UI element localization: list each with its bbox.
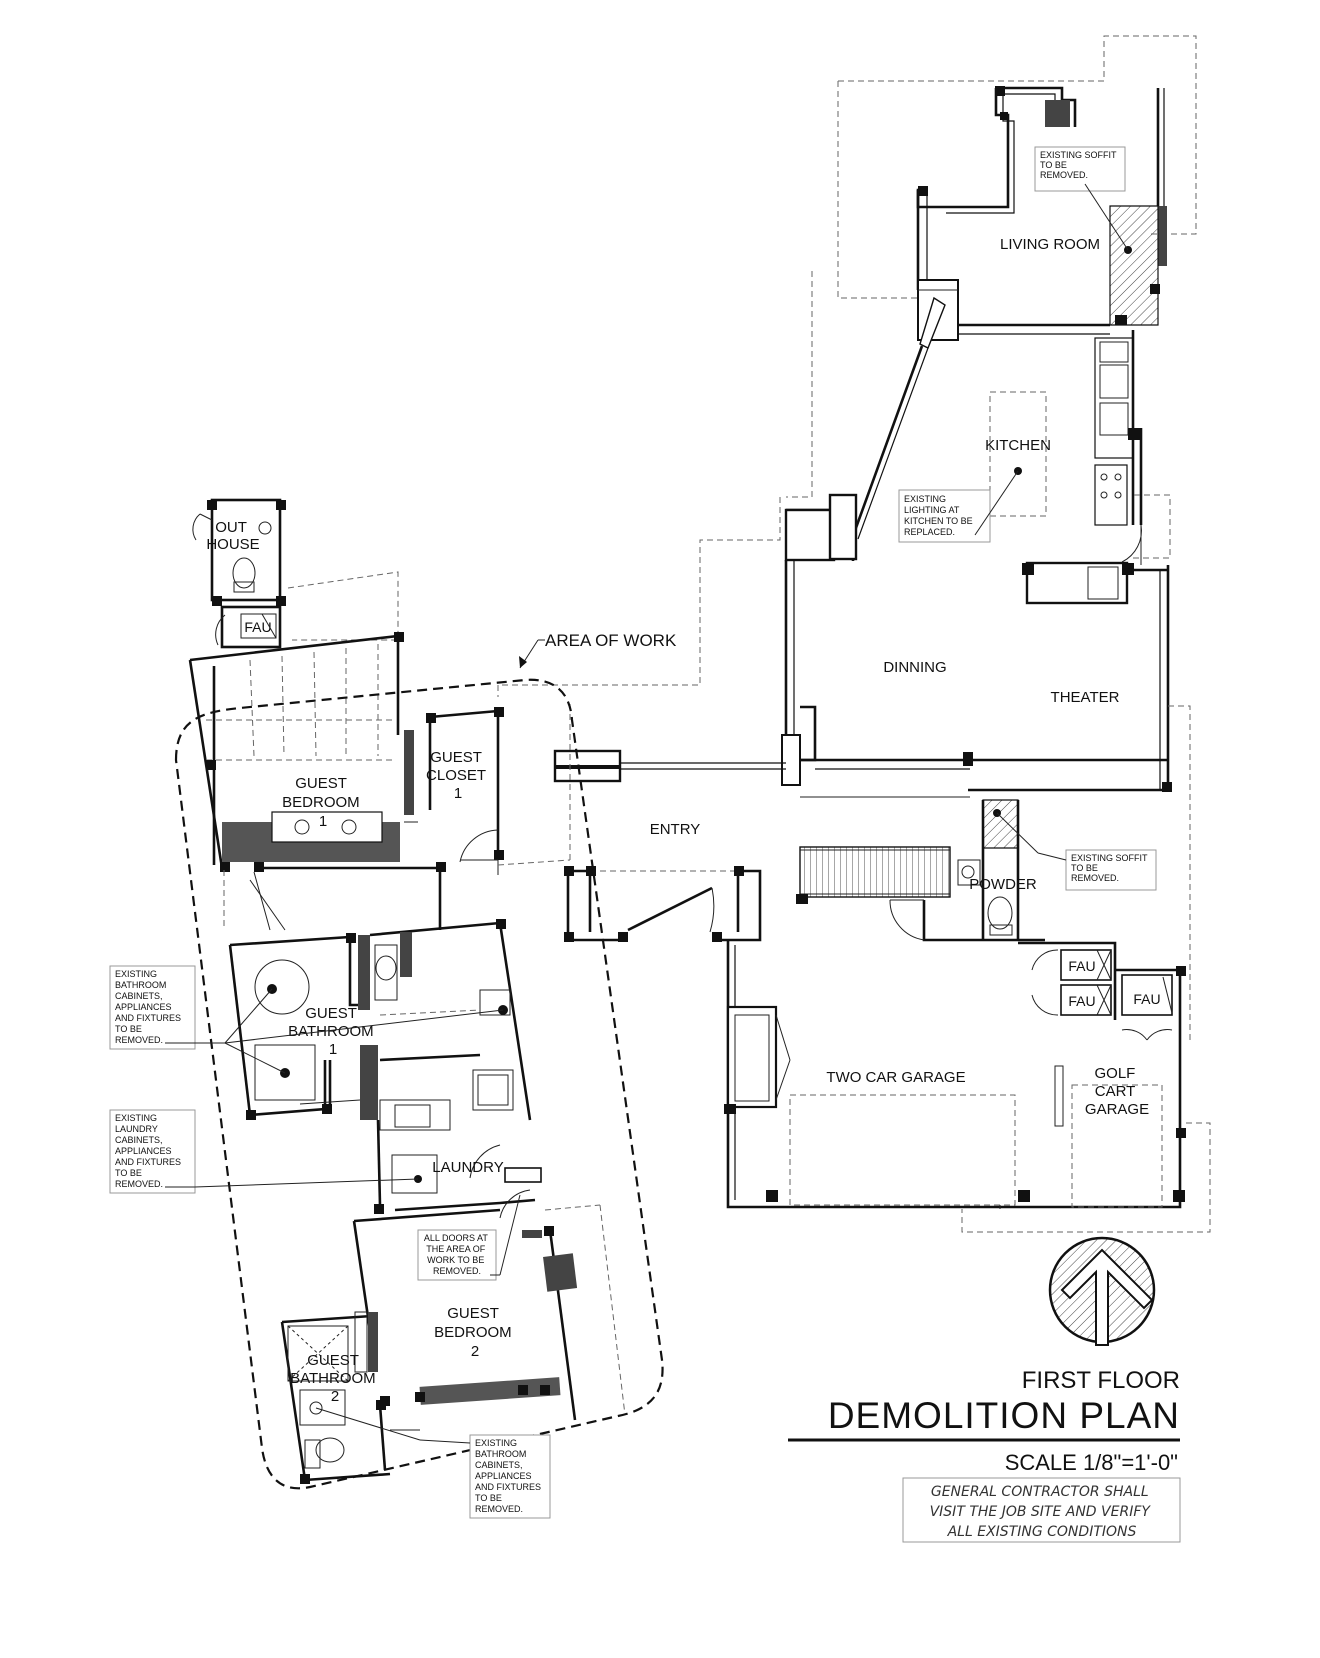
svg-text:ALL DOORS AT THE AREA OF: ALL DOORS AT THE AREA OF WORK TO BE REMO… (424, 1233, 490, 1276)
fau-label-3: FAU (1133, 991, 1160, 1007)
note-doors: ALL DOORS AT THE AREA OF WORK TO BE REMO… (417, 1194, 521, 1281)
room-label-laundry: LAUNDRY (432, 1159, 503, 1176)
note-laundry: EXISTING LAUNDRY CABINETS, APPLIANCES AN… (109, 1109, 419, 1194)
guest-bedroom-2: GUEST BEDROOM 2 GUEST BATHROOM 2 (280, 1189, 626, 1484)
note-soffit-living: EXISTING SOFFIT TO BE REMOVED. (1034, 146, 1129, 251)
svg-text:EXISTING BATHROOM: EXISTING BATHROOM CABINETS, APPLIANCES A… (115, 969, 184, 1045)
svg-text:EXISTING LIGHTING AT: EXISTING LIGHTING AT KITCHEN TO BE REPLA… (904, 494, 975, 537)
title-main: DEMOLITION PLAN (828, 1395, 1180, 1436)
svg-text:EXISTING SOFFIT TO BE: EXISTING SOFFIT TO BE REMOVED. (1071, 853, 1150, 883)
room-label-out-house: OUT HOUSE (206, 519, 259, 553)
powder-fau: POWDER FAU FAU FAU (796, 799, 1186, 1050)
room-label-theater: THEATER (1051, 689, 1120, 706)
outhouse: OUT HOUSE FAU (192, 498, 399, 649)
disclaimer: GENERAL CONTRACTOR SHALL VISIT THE JOB S… (930, 1484, 1155, 1540)
note-bathroom-1: EXISTING BATHROOM CABINETS, APPLIANCES A… (109, 965, 504, 1074)
fau-label-2: FAU (1068, 993, 1095, 1009)
guest-bedroom-1: GUEST BEDROOM 1 GUEST CLOSET 1 (188, 632, 571, 931)
room-label-powder: POWDER (969, 876, 1037, 893)
svg-text:EXISTING LAUNDRY C: EXISTING LAUNDRY CABINETS, APPLIANCES AN… (115, 1113, 184, 1189)
fau-label-1: FAU (1068, 958, 1095, 974)
room-label-guest-bedroom-2: GUEST BEDROOM 2 (434, 1305, 516, 1360)
room-label-kitchen: KITCHEN (985, 437, 1051, 454)
guest-bathroom-1: GUEST BATHROOM 1 (228, 919, 532, 1121)
room-label-two-car-garage: TWO CAR GARAGE (826, 1069, 965, 1086)
garages: TWO CAR GARAGE GOLF CART GARAGE (724, 940, 1211, 1233)
title-block: FIRST FLOOR DEMOLITION PLAN SCALE 1/8"=1… (788, 1367, 1181, 1543)
room-label-guest-bathroom-2: GUEST BATHROOM 2 (290, 1352, 380, 1405)
room-label-golf-cart-garage: GOLF CART GARAGE (1085, 1065, 1149, 1118)
svg-text:EXISTING SOFFIT TO BE: EXISTING SOFFIT TO BE REMOVED. (1040, 150, 1119, 180)
north-arrow-icon (1048, 1236, 1156, 1346)
dinning-theater: DINNING THEATER (497, 493, 1191, 1040)
room-label-guest-bathroom-1: GUEST BATHROOM 1 (288, 1005, 378, 1058)
svg-text:EXISTING BATHROOM: EXISTING BATHROOM CABINETS, APPLIANCES A… (475, 1438, 544, 1514)
title-scale: SCALE 1/8"=1'-0" (1005, 1450, 1178, 1475)
note-kitchen-lighting: EXISTING LIGHTING AT KITCHEN TO BE REPLA… (898, 470, 1019, 543)
laundry: LAUNDRY (374, 1099, 542, 1214)
area-of-work: AREA OF WORK (174, 631, 677, 1490)
living-wing: KITCHEN LIVING ROOM (786, 35, 1197, 565)
room-label-guest-bedroom-1: GUEST BEDROOM 1 (282, 775, 364, 830)
entry: ENTRY (553, 749, 786, 942)
fau-label-outhouse: FAU (244, 619, 271, 635)
room-label-living-room: LIVING ROOM (1000, 236, 1100, 253)
room-label-dinning: DINNING (883, 659, 946, 676)
note-soffit-powder: EXISTING SOFFIT TO BE REMOVED. (996, 812, 1157, 891)
area-of-work-label: AREA OF WORK (545, 631, 677, 650)
room-label-entry: ENTRY (650, 821, 701, 838)
title-floor: FIRST FLOOR (1022, 1367, 1180, 1394)
room-label-guest-closet-1: GUEST CLOSET 1 (426, 749, 490, 802)
note-bathroom-2: EXISTING BATHROOM CABINETS, APPLIANCES A… (315, 1407, 551, 1519)
